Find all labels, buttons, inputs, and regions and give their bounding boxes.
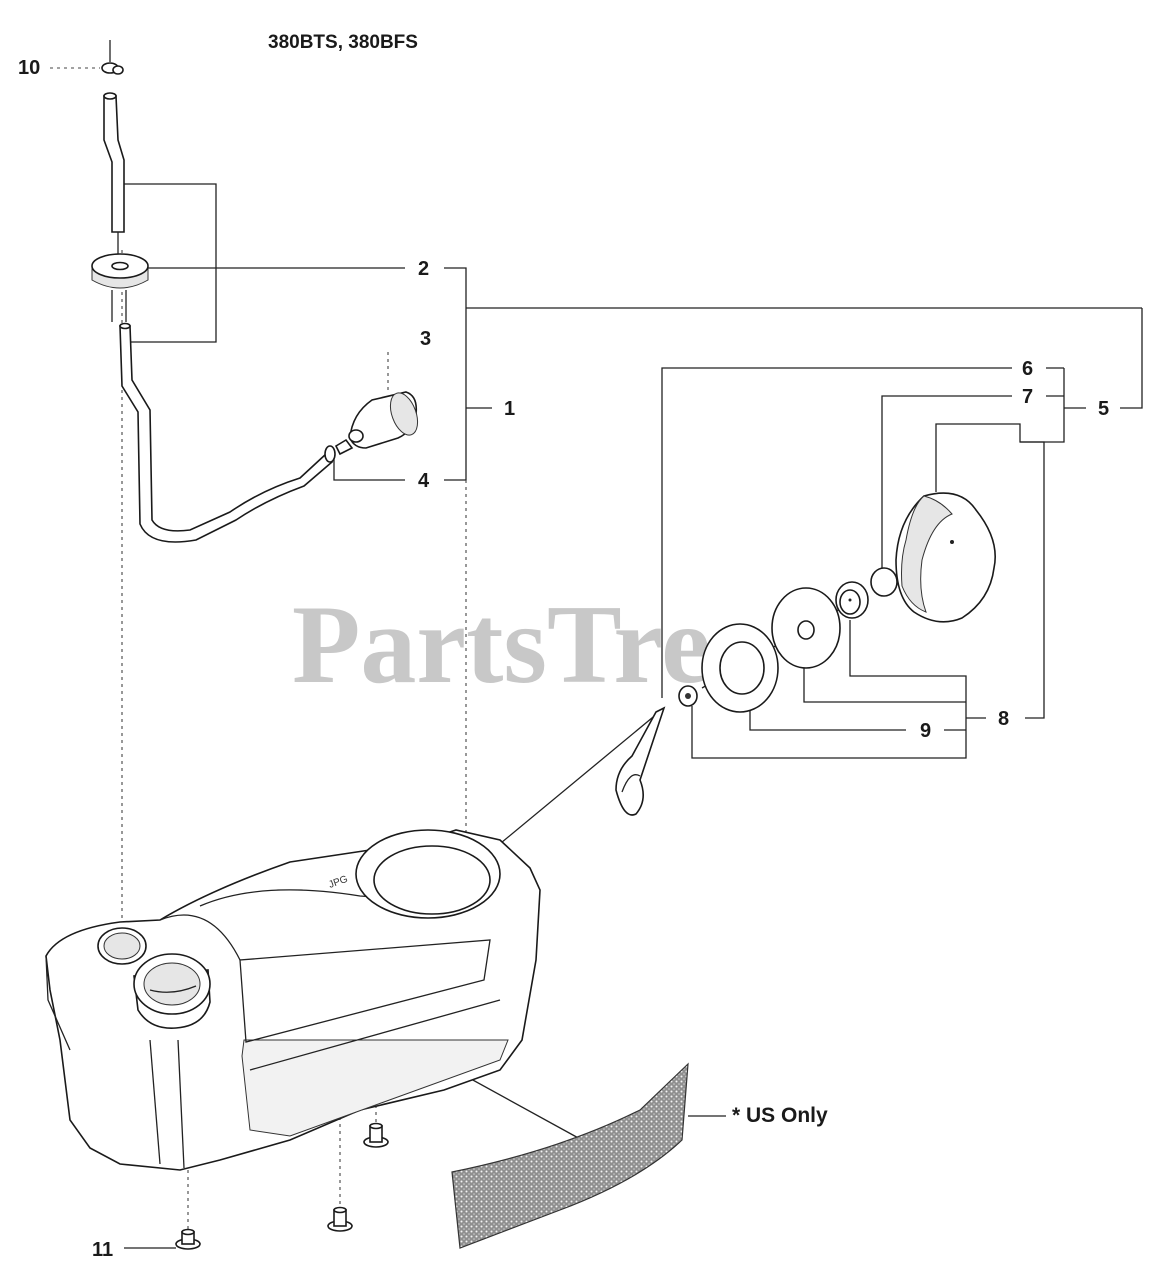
screw-part-11 [175,1228,201,1250]
callout-3: 3 [420,328,431,350]
fuel-tank: JPG [45,829,541,1171]
callout-10: 10 [18,57,40,79]
callout-5: 5 [1098,398,1109,420]
callout-2: 2 [418,258,429,280]
callout-9: 9 [920,720,931,742]
washer-part-7 [870,567,898,597]
screw-1 [363,1122,389,1148]
callout-8: 8 [998,708,1009,730]
fuel-filter-part-3 [334,391,419,456]
seal-part-8 [835,581,869,619]
callout-6: 6 [1022,358,1033,380]
callout-4: 4 [418,470,430,492]
screw-2 [327,1206,353,1232]
vent-hose [103,92,125,256]
cap-tether [615,706,666,816]
ring-part-9 [701,623,779,713]
fuel-cap-part-5 [895,492,996,623]
clip-part-10 [101,40,124,75]
retainer-part-6 [678,685,698,707]
model-title: 380BTS, 380BFS [268,32,418,53]
decal-us-only [451,1062,689,1249]
fuel-hose [119,322,334,543]
us-only-note: * US Only [732,1104,828,1127]
callout-7: 7 [1022,386,1033,408]
watermark: PartsTree [292,583,761,707]
gasket-disc [771,587,841,669]
callout-1: 1 [504,398,515,420]
clamp-part-4 [324,445,336,463]
callout-11: 11 [92,1239,113,1261]
grommet-part-2 [91,253,149,322]
